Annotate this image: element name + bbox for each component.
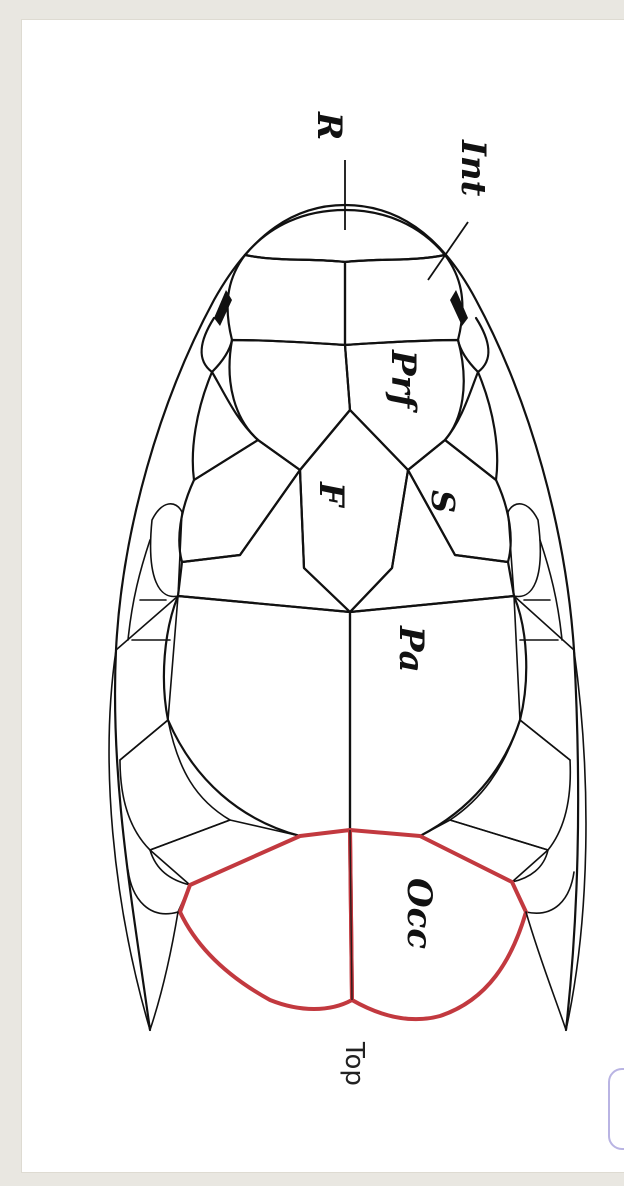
lateral-scales-left bbox=[128, 540, 170, 640]
scroll-tab[interactable] bbox=[608, 1068, 624, 1150]
temporal-scale-right-3 bbox=[420, 820, 548, 882]
internasal-scale-left bbox=[228, 255, 345, 345]
internasal-leader bbox=[428, 222, 468, 280]
temporal-scale-left-1 bbox=[116, 596, 178, 760]
label-rostral: R bbox=[309, 111, 349, 140]
label-supraocular: S bbox=[424, 490, 462, 513]
nasal-scale-left bbox=[202, 318, 232, 372]
temporal-scale-right-2 bbox=[450, 720, 570, 850]
loreal-scale-right bbox=[445, 372, 497, 480]
preocular-scale-left bbox=[179, 440, 300, 562]
occipital-scale-left bbox=[180, 830, 352, 1009]
caption-top: Top bbox=[339, 1041, 369, 1086]
temporal-scale-left-2 bbox=[120, 720, 230, 850]
nostril-right bbox=[450, 290, 468, 326]
temporal-scale-right-1 bbox=[514, 596, 574, 760]
internasal-scale-right bbox=[345, 255, 462, 345]
neck-line-left bbox=[150, 912, 178, 1030]
ocular-scale-left bbox=[151, 504, 182, 597]
prefrontal-scale-left bbox=[230, 340, 350, 470]
label-parietal: Pa bbox=[391, 625, 431, 673]
parietal-scale-right bbox=[350, 596, 526, 836]
head-outline bbox=[115, 205, 578, 1030]
label-occipital: Occ bbox=[399, 878, 439, 949]
neck-line-right bbox=[526, 912, 566, 1030]
label-internasal: Int bbox=[453, 139, 493, 197]
frontal-scale bbox=[300, 410, 408, 612]
label-frontal: F bbox=[311, 481, 351, 509]
loreal-scale-left bbox=[193, 372, 258, 480]
label-prefrontal: Prf bbox=[383, 349, 423, 413]
ocular-scale-right bbox=[508, 504, 540, 597]
parietal-scale-left bbox=[164, 596, 350, 836]
